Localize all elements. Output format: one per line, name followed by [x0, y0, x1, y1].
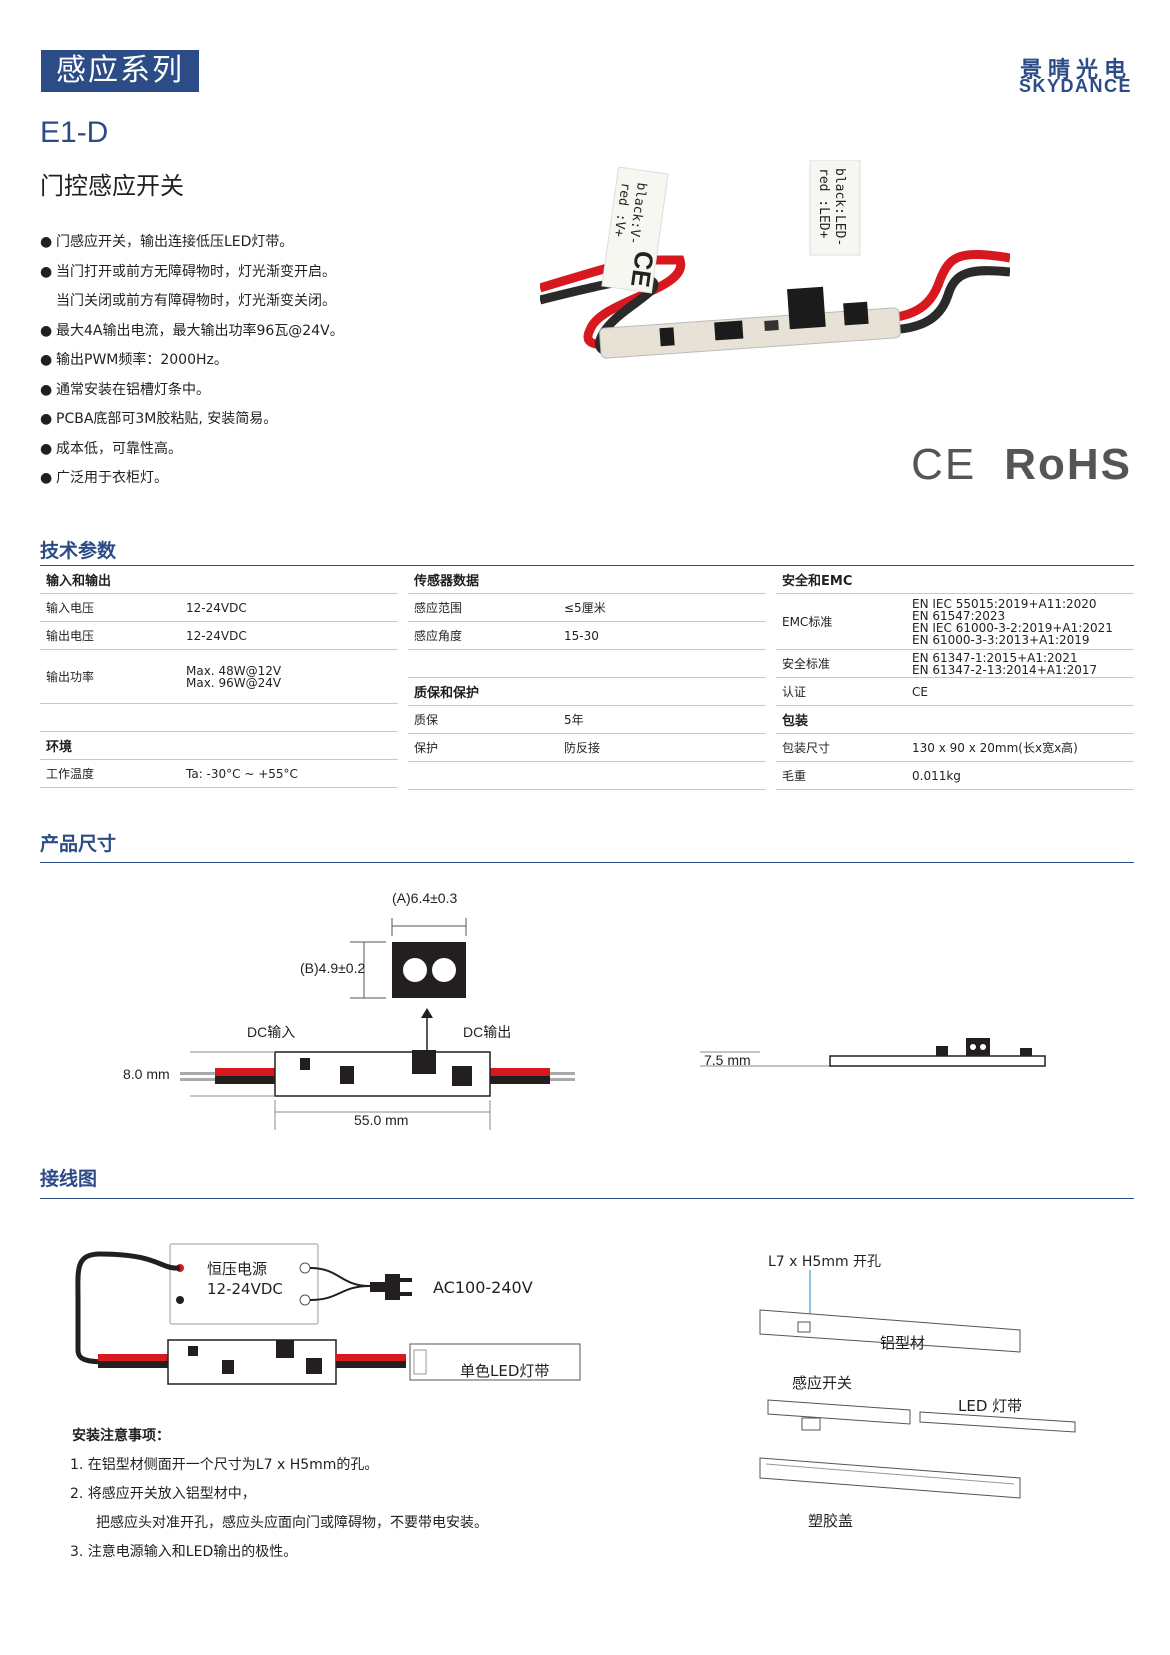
cover-label: 塑胶盖 [808, 1512, 854, 1530]
led-strip-part-label: LED 灯带 [958, 1397, 1023, 1415]
note-item: 3. 注意电源输入和LED输出的极性。 [70, 1544, 298, 1560]
feature-item: ●当门打开或前方无障碍物时，灯光渐变开启。 [40, 258, 344, 288]
feature-list: ●门感应开关，输出连接低压LED灯带。 ●当门打开或前方无障碍物时，灯光渐变开启… [40, 228, 344, 494]
bullet-icon: ● [40, 381, 53, 398]
dimension-a-label: (A)6.4±0.3 [392, 890, 458, 906]
section-title-dimensions: 产品尺寸 [40, 833, 117, 855]
thickness-dimension-label: 7.5 mm [704, 1052, 751, 1068]
bullet-icon: ● [40, 411, 53, 427]
product-photo: red :V+ black:V- CE red :LED+ black:LED- [540, 160, 1010, 359]
product-title: 门控感应开关 [40, 172, 184, 200]
note-item: 把感应头对准开孔，感应头应面向门或障碍物，不要带电安装。 [96, 1515, 488, 1531]
power-supply-box [169, 1243, 319, 1325]
note-item: 1. 在铝型材侧面开一个尺寸为L7 x H5mm的孔。 [70, 1457, 379, 1473]
feature-item: ●广泛用于衣柜灯。 [40, 464, 344, 494]
height-dimension-label: 8.0 mm [123, 1066, 170, 1082]
bullet-icon: ● [40, 322, 53, 339]
svg-text:black:LED-: black:LED- [832, 168, 847, 246]
plug-icon [370, 1274, 400, 1300]
installation-illustration [759, 1270, 1076, 1499]
series-badge: 感应系列 [41, 50, 199, 92]
svg-text:red :LED+: red :LED+ [816, 168, 831, 239]
feature-item: ●成本低，可靠性高。 [40, 435, 344, 465]
hole-size-label: L7 x H5mm 开孔 [768, 1254, 882, 1270]
board-side-profile [829, 1055, 1046, 1067]
sensor-switch-label: 感应开关 [792, 1374, 853, 1392]
notes-title: 安装注意事项： [72, 1428, 170, 1444]
brand-name-cn: 景晴光电 [1019, 58, 1132, 83]
dc-output-label: DC输出 [463, 1024, 512, 1040]
profile-label: 铝型材 [880, 1334, 926, 1352]
model-number: E1-D [40, 116, 109, 149]
plastic-cover [759, 1457, 1021, 1499]
dc-input-label: DC输入 [247, 1024, 296, 1040]
feature-item: ●最大4A输出电流，最大输出功率96瓦@24V。 [40, 317, 344, 347]
table-header: 包装 [776, 705, 1134, 734]
bullet-icon: ● [40, 470, 53, 486]
feature-item: ●门感应开关，输出连接低压LED灯带。 [40, 228, 344, 258]
section-title-spec: 技术参数 [40, 540, 117, 562]
table-header: 环境 [40, 731, 398, 760]
brand-name-en: SKYDANCE [1018, 76, 1132, 96]
wire-tag-out [809, 160, 861, 256]
feature-item: ●PCBA底部可3M胶粘贴, 安装简易。 [40, 405, 344, 435]
dimension-b-label: (B)4.9±0.2 [300, 960, 366, 976]
table-header: 质保和保护 [408, 677, 766, 706]
led-strip-label: 单色LED灯带 [460, 1362, 550, 1380]
feature-item: ●输出PWM频率：2000Hz。 [40, 346, 344, 376]
table-row: 感应范围≤5厘米 [408, 593, 766, 622]
bullet-icon: ● [40, 263, 53, 280]
table-header: 输入和输出 [40, 566, 398, 594]
bullet-icon: ● [40, 234, 53, 250]
black-wire-out [869, 266, 1010, 335]
table-row: 保护防反接 [408, 733, 766, 762]
section-divider [40, 565, 1134, 566]
wiring-diagram [75, 1243, 581, 1385]
section-title-wiring: 接线图 [40, 1168, 98, 1190]
dimension-drawing [180, 918, 1046, 1130]
psu-label-1: 恒压电源 [207, 1260, 268, 1278]
sensor-head [787, 286, 826, 330]
rohs-logo: RoHS [1004, 440, 1132, 489]
wire-tag-in [601, 166, 669, 294]
section-divider [40, 1198, 1134, 1199]
sensor-switch-part [767, 1399, 911, 1425]
bullet-icon: ● [40, 440, 53, 457]
length-dimension-label: 55.0 mm [354, 1112, 409, 1128]
ac-voltage-label: AC100-240V [433, 1278, 533, 1297]
bullet-icon: ● [40, 352, 53, 368]
feature-item: ●通常安装在铝槽灯条中。 [40, 376, 344, 406]
table-header: 传感器数据 [408, 566, 766, 594]
led-strip-box [409, 1343, 581, 1381]
ce-logo: CE [911, 440, 977, 489]
led-strip-part [919, 1411, 1076, 1433]
table-header: 安全和EMC [776, 566, 1134, 594]
psu-label-2: 12-24VDC [207, 1280, 283, 1298]
note-item: 2. 将感应开关放入铝型材中， [70, 1486, 256, 1502]
ce-mark-tag: CE [625, 249, 660, 289]
section-divider [40, 862, 1134, 863]
feature-item: 当门关闭或前方有障碍物时，灯光渐变关闭。 [56, 293, 336, 309]
aluminum-profile [759, 1309, 1021, 1353]
installation-notes: 安装注意事项： 1. 在铝型材侧面开一个尺寸为L7 x H5mm的孔。 2. 将… [70, 1422, 488, 1567]
certification-marks: CE RoHS [911, 440, 1132, 490]
